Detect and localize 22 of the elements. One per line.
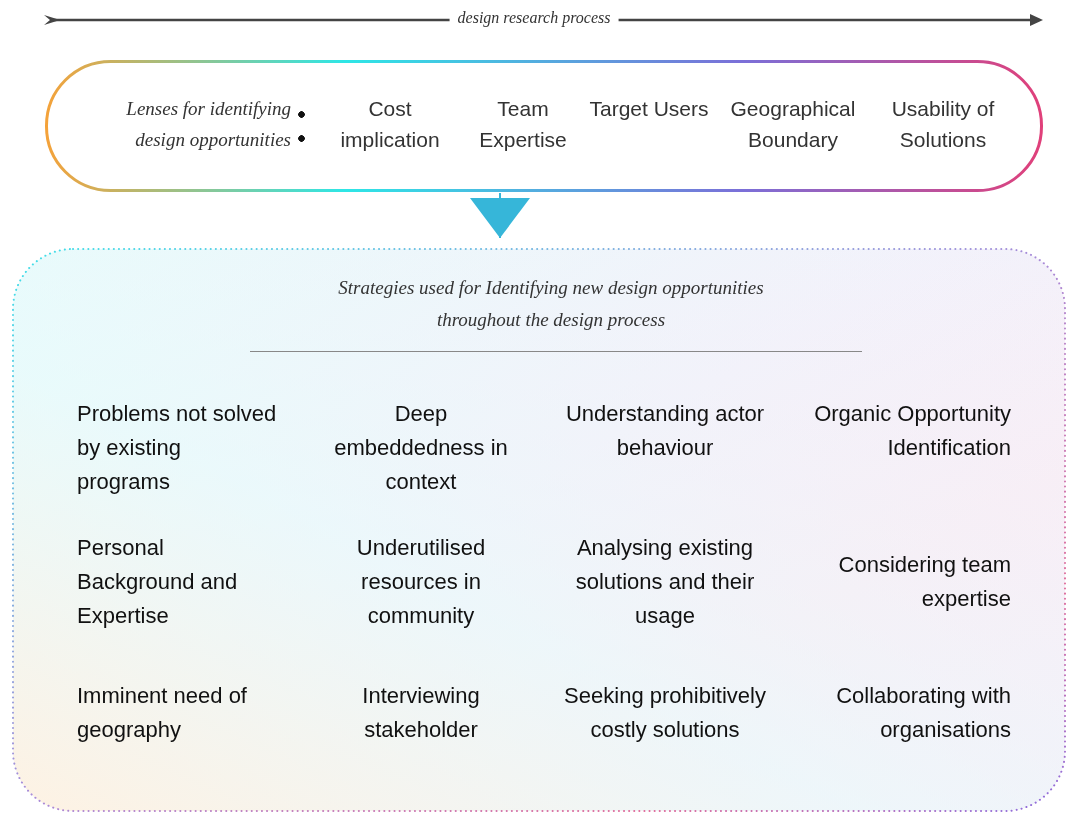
strategy-label: Organic Opportunity Identification xyxy=(813,400,1011,462)
process-label: design research process xyxy=(449,9,619,27)
strategy-label: Considering team expertise xyxy=(837,551,1011,613)
strategy-label: Personal Background and Expertise xyxy=(77,534,239,630)
lens-label: Target Users xyxy=(588,96,710,122)
strategy-label: Collaborating with organisations xyxy=(835,682,1011,744)
lens-label: Team Expertise xyxy=(478,96,568,153)
strategy-label: Underutilised resources in community xyxy=(355,534,487,630)
strategy-label: Imminent need of geography xyxy=(77,682,248,744)
strategy-label: Understanding actor behaviour xyxy=(564,400,766,462)
strategy-label: Analysing existing solutions and their usage xyxy=(574,534,756,630)
strategy-label: Problems not solved by existing programs xyxy=(77,400,277,496)
lens-label: Usability of Solutions xyxy=(890,96,996,153)
strategy-label: Interviewing stakeholder xyxy=(361,682,481,744)
lens-label: Cost implication xyxy=(339,96,441,153)
strategy-label: Seeking prohibitively costly solutions xyxy=(563,682,767,744)
pointer-arrow xyxy=(470,192,530,239)
strategies-heading: Strategies used for Identifying new design opportunities throughout the design process xyxy=(337,276,765,332)
strategies-panel xyxy=(12,248,1066,812)
lens-label: Geographical Boundary xyxy=(729,96,857,153)
lens-heading: Lenses for identifying design opportunities xyxy=(125,97,291,152)
strategy-label: Deep embeddedness in context xyxy=(333,400,509,496)
